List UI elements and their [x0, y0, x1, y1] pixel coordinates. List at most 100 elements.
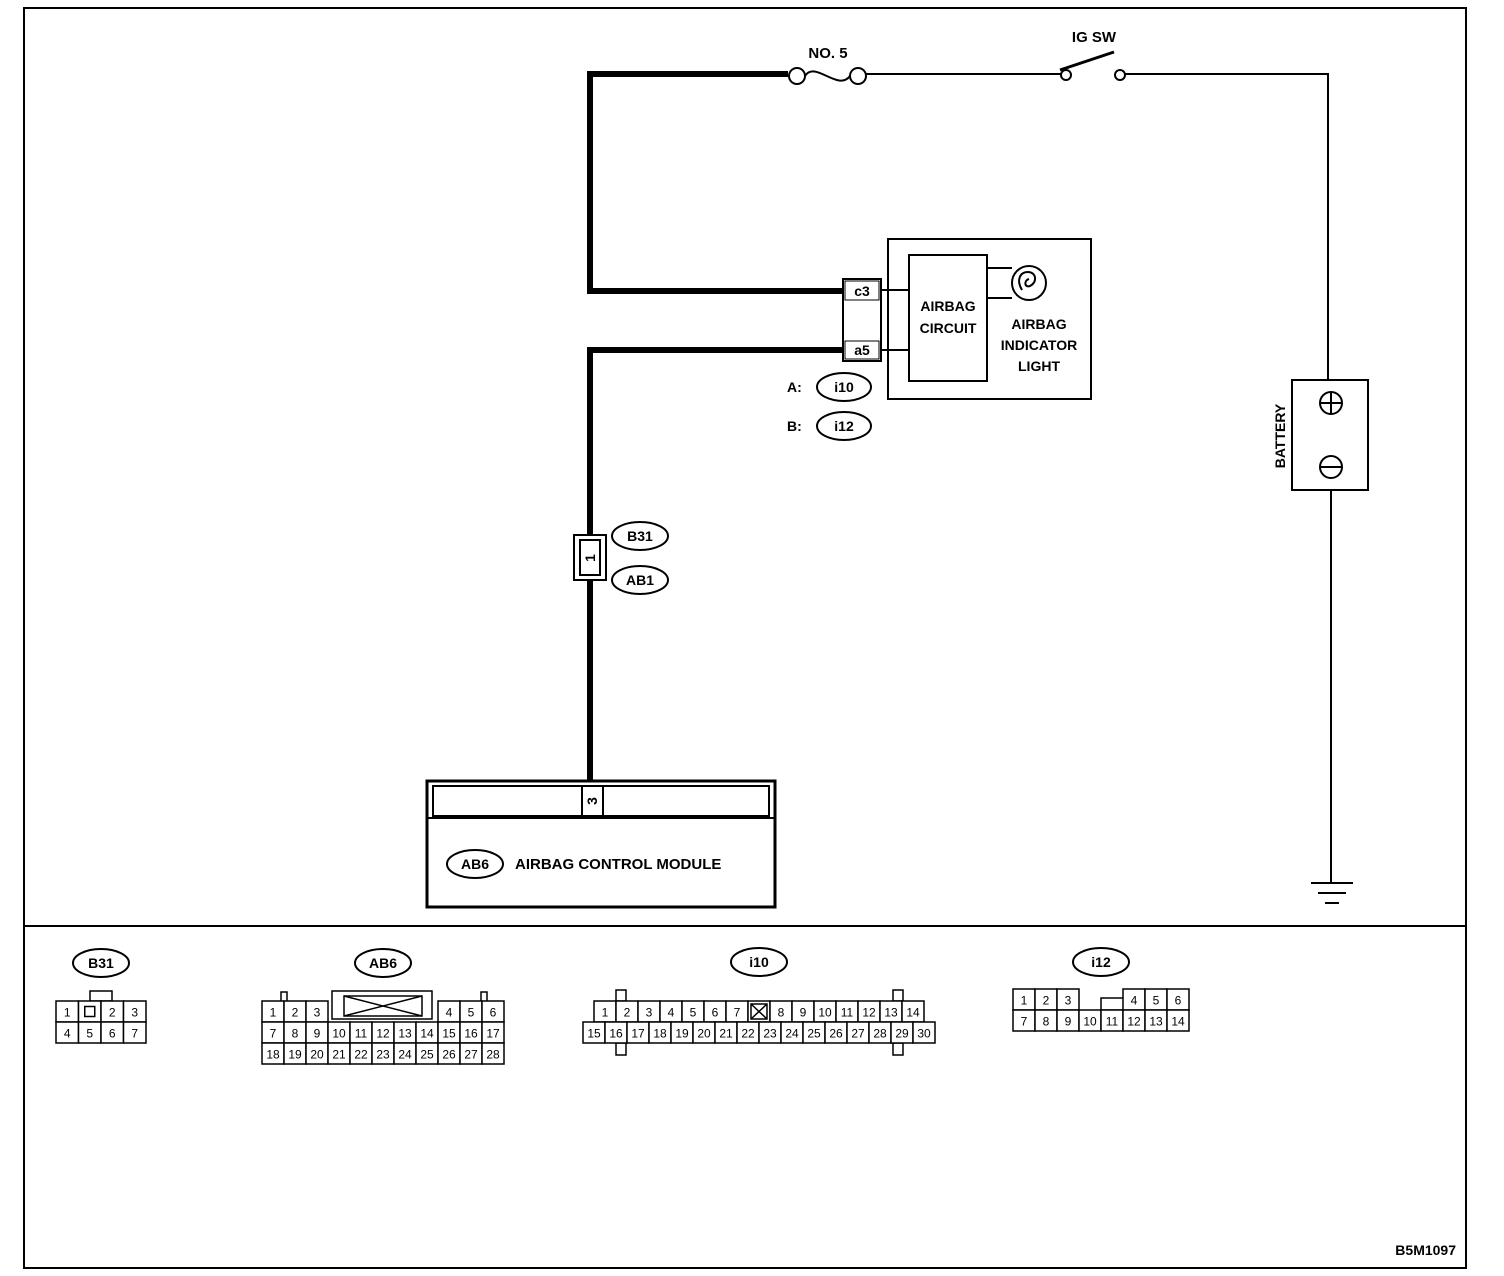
ab6-pin-number: 8: [292, 1027, 299, 1041]
i10-cell: [912, 1021, 936, 1044]
ab6-pin-number: 9: [314, 1027, 321, 1041]
connector-ref-a-name: i10: [834, 379, 854, 395]
b31-pin-number: 7: [131, 1027, 138, 1041]
b31-name: B31: [88, 955, 114, 971]
i12-badge: [1072, 947, 1130, 977]
i10-pin-number: 15: [587, 1027, 601, 1041]
wire-a5-to-module: [587, 347, 842, 535]
ab6-pin-number: 13: [398, 1027, 412, 1041]
ab6-pin-number: 6: [490, 1006, 497, 1020]
b31-cell: [77, 1000, 102, 1023]
ab6-pin-number: 5: [468, 1006, 475, 1020]
ab6-pin-number: 19: [288, 1048, 302, 1062]
b31-pin-number: 5: [86, 1027, 93, 1041]
ab6-cell: [481, 1042, 505, 1065]
fuse-no5: NO. 5: [788, 45, 867, 85]
b31-pin-number: 1: [64, 1006, 71, 1020]
figure-id: B5M1097: [1395, 1242, 1456, 1258]
connector-ref-a: A: i10: [787, 372, 872, 402]
i10-pin-number: 20: [697, 1027, 711, 1041]
b31-pin-number: 2: [109, 1006, 116, 1020]
i12-pin-number: 7: [1021, 1015, 1028, 1029]
i12-pin-number: 11: [1106, 1015, 1119, 1029]
i10-tab: [892, 1042, 904, 1056]
joint-pin-label: 1: [582, 554, 598, 562]
ab6-pin-number: 10: [332, 1027, 346, 1041]
module-pin-label: 3: [584, 797, 600, 805]
i12-pin-number: 1: [1021, 994, 1028, 1008]
ab6-pin-number: 25: [420, 1048, 434, 1062]
joint-upper-label: B31: [627, 528, 653, 544]
i10-pin-number: 25: [807, 1027, 821, 1041]
ab6-pin-number: 2: [292, 1006, 299, 1020]
i10-pin-number: 10: [818, 1006, 832, 1020]
ab6-pin-number: 14: [420, 1027, 434, 1041]
indicator-light-line1: AIRBAG: [1011, 316, 1066, 332]
ab6-pin-number: 11: [355, 1027, 368, 1041]
i10-pin-number: 2: [624, 1006, 631, 1020]
i10-pin-number: 28: [873, 1027, 887, 1041]
i10-blank-pin: [750, 1003, 768, 1020]
i10-pin-number: 7: [734, 1006, 741, 1020]
ab6-pin-number: 16: [464, 1027, 478, 1041]
b31-latch: [89, 990, 113, 1002]
i10-pin-number: 23: [763, 1027, 777, 1041]
i10-pin-number: 24: [785, 1027, 799, 1041]
i12-pin-number: 6: [1175, 994, 1182, 1008]
combination-meter: c3 a5 AIRBAG CIRCUIT AIRBAG INDICATOR LI…: [842, 238, 1092, 400]
ab6-pin-number: 4: [446, 1006, 453, 1020]
i10-pin-number: 29: [895, 1027, 909, 1041]
battery-label: BATTERY: [1272, 403, 1288, 468]
wire-fuse-to-c3: [587, 71, 842, 294]
ab6-pin-number: 21: [332, 1048, 346, 1062]
i12-name: i12: [1091, 954, 1111, 970]
connector-ref-b: B: i12: [787, 411, 872, 441]
i10-pin-number: 11: [841, 1006, 854, 1020]
ab6-pin-number: 17: [486, 1027, 500, 1041]
ab6-pin-number: 3: [314, 1006, 321, 1020]
i10-pin-number: 3: [646, 1006, 653, 1020]
b31-cell: [122, 1021, 147, 1044]
i10-blank-pin: [750, 1003, 768, 1020]
ab6-name: AB6: [369, 955, 397, 971]
battery: BATTERY: [1272, 379, 1369, 491]
i12-pin-number: 8: [1043, 1015, 1050, 1029]
indicator-lamp-icon: [1011, 265, 1047, 301]
connector-ref-b-prefix: B:: [787, 418, 802, 434]
module-name: AIRBAG CONTROL MODULE: [515, 856, 721, 873]
i12-pin-number: 12: [1127, 1015, 1141, 1029]
i10-pin-number: 13: [884, 1006, 898, 1020]
b31-pin-number: 3: [131, 1006, 138, 1020]
i12-pin-number: 3: [1065, 994, 1072, 1008]
ab6-pin-number: 1: [270, 1006, 277, 1020]
i12-pin-number: 9: [1065, 1015, 1072, 1029]
b31-pin-number: 6: [109, 1027, 116, 1041]
airbag-circuit-line2: CIRCUIT: [920, 320, 977, 336]
b31-blank-pin: [84, 1005, 96, 1018]
i10-name: i10: [749, 954, 769, 970]
ab6-pin-number: 28: [486, 1048, 500, 1062]
i12-pin-number: 10: [1083, 1015, 1097, 1029]
ab6-pin-number: 26: [442, 1048, 456, 1062]
i12-cell: [1166, 1009, 1190, 1032]
i10-tab: [615, 1042, 627, 1056]
i10-pin-number: 12: [862, 1006, 876, 1020]
ab6-latch-cross: [343, 995, 423, 1017]
i10-pin-number: 8: [778, 1006, 785, 1020]
i10-pin-number: 16: [609, 1027, 623, 1041]
i10-pin-number: 14: [906, 1006, 920, 1020]
page-frame: [23, 7, 1467, 1269]
i10-tab: [615, 989, 627, 1002]
connector-ref-a-prefix: A:: [787, 379, 802, 395]
ab6-pin-number: 15: [442, 1027, 456, 1041]
indicator-light-line3: LIGHT: [1018, 358, 1060, 374]
ground-icon: [1311, 882, 1353, 904]
joint-connector: 1 B31 AB1: [573, 521, 669, 595]
i10-pin-number: 18: [653, 1027, 667, 1041]
ab6-pin-number: 12: [376, 1027, 390, 1041]
i10-badge: [730, 947, 788, 977]
i12-pin-number: 2: [1043, 994, 1050, 1008]
connector-ref-b-name: i12: [834, 418, 854, 434]
